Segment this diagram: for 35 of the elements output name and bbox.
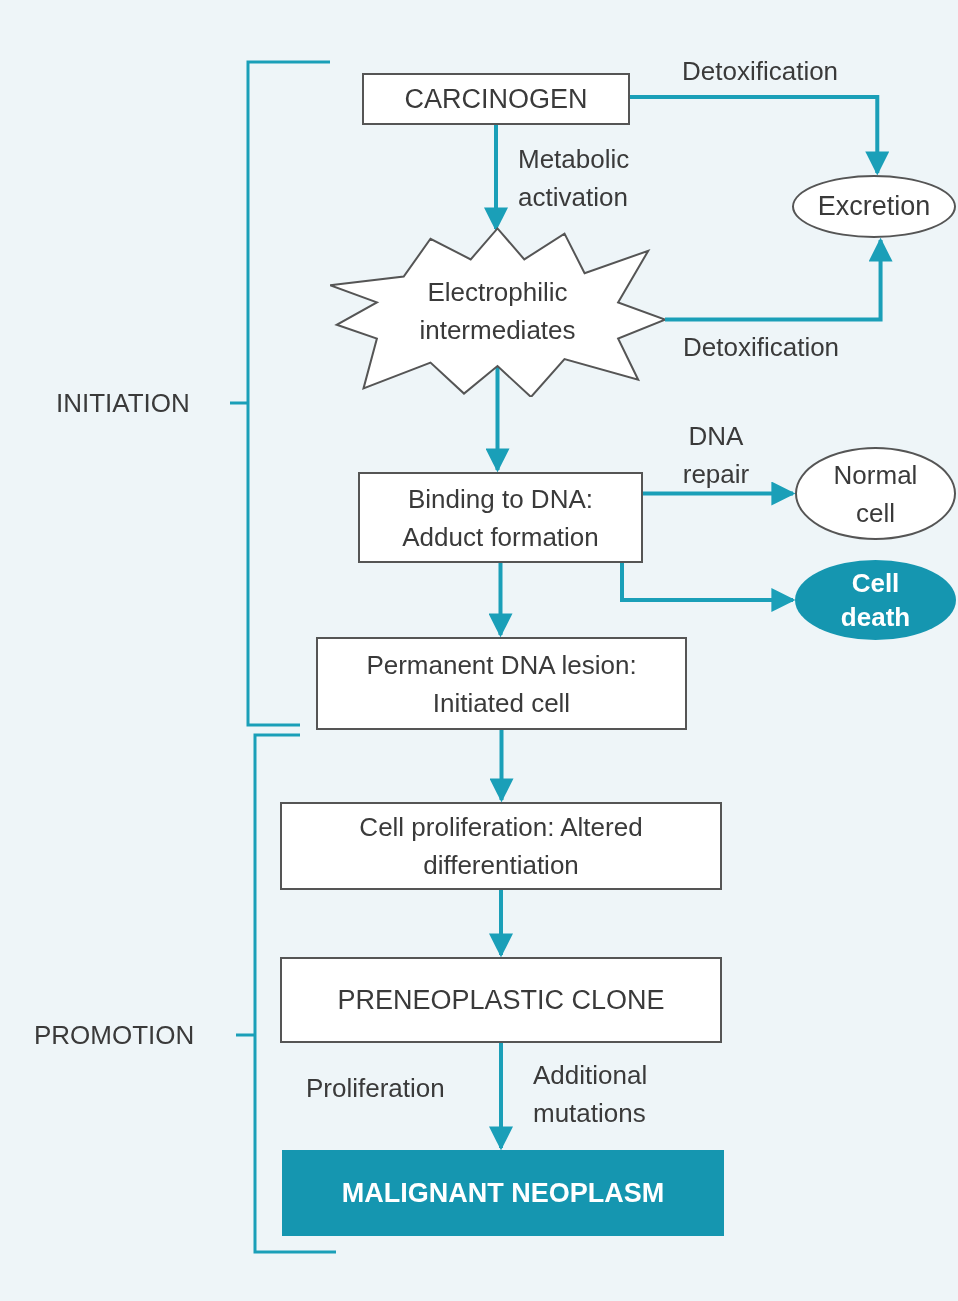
process-box (362, 73, 630, 125)
stage-label: PROMOTION (34, 1019, 195, 1052)
node-text: PRENEOPLASTIC CLONE (337, 983, 665, 1017)
edge-label: Detoxification (682, 55, 840, 88)
process-label: Proliferation (306, 1072, 445, 1105)
node-text: Cell proliferation: Altered differentiation (358, 811, 644, 882)
process-box (280, 957, 722, 1043)
arrow (620, 563, 796, 612)
edge-label: Additional mutations (533, 1059, 649, 1130)
stage-label: INITIATION (56, 387, 190, 420)
node-text: Cell death (839, 567, 912, 634)
starburst-shape (330, 225, 665, 397)
node-text: Permanent DNA lesion: Initiated cell (365, 648, 638, 720)
edge-label: DNA repair (681, 420, 751, 491)
node-text: Excretion (817, 190, 931, 224)
arrow (489, 890, 513, 958)
node-text: Electrophilic intermediates (418, 276, 577, 347)
node-text: CARCINOGEN (404, 82, 588, 116)
edge-label: Detoxification (683, 331, 841, 364)
node-text: MALIGNANT NEOPLASM (341, 1176, 665, 1210)
edge-label: Metabolic activation (518, 143, 631, 214)
result-box (282, 1150, 724, 1236)
process-box (358, 472, 643, 563)
node-text: Normal cell (832, 458, 919, 530)
arrow (643, 481, 796, 506)
arrow (488, 563, 513, 638)
arrow (489, 730, 514, 803)
node-text: Binding to DNA: Adduct formation (401, 482, 600, 554)
arrow (489, 1043, 513, 1151)
process-box (280, 802, 722, 890)
arrow (484, 125, 508, 232)
process-box (316, 637, 687, 730)
arrow (485, 367, 510, 473)
arrow (630, 95, 890, 176)
arrow (665, 237, 893, 322)
